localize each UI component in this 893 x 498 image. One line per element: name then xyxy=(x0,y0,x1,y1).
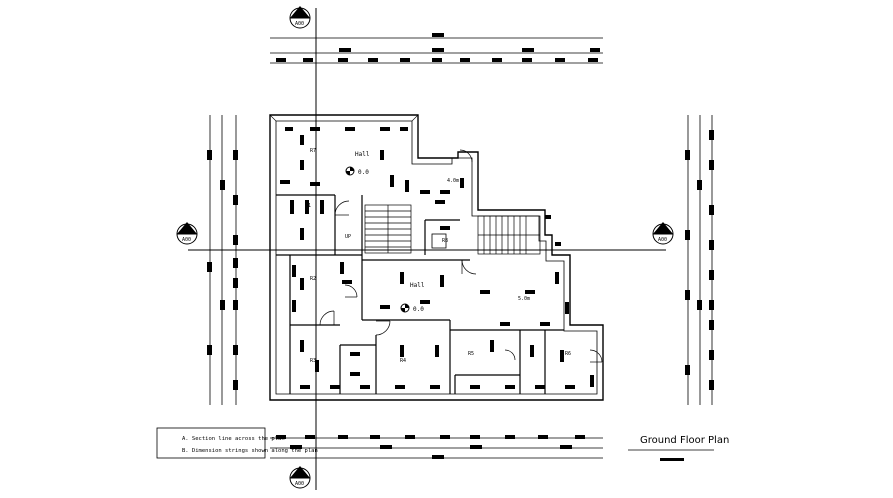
stair-right xyxy=(477,215,541,255)
room-label-top: R7 xyxy=(310,148,316,154)
room-label-bottom-3: R6 xyxy=(565,351,571,357)
note-line-2: B. Dimension strings shown along the pla… xyxy=(182,448,318,454)
section-code-top: A00 xyxy=(295,21,304,27)
section-lines xyxy=(188,8,666,490)
dimension-lines xyxy=(209,37,713,459)
dimension-ticks xyxy=(207,33,714,459)
inner-walls xyxy=(276,194,564,394)
room-label-corner: R8 xyxy=(442,238,448,244)
room-dim-lower: 5.0m xyxy=(518,296,530,302)
wall-blocks xyxy=(280,127,594,389)
stair-label: UP xyxy=(345,234,351,240)
notes-box: A. Section line across the plan B. Dimen… xyxy=(156,427,318,459)
section-marker-top: A A00 xyxy=(289,6,311,29)
section-letter-top: A xyxy=(297,11,301,18)
level-mark-upper: 0.0 xyxy=(358,169,369,176)
section-letter-left: A xyxy=(184,227,188,234)
drawing-title: Ground Floor Plan xyxy=(640,435,729,446)
room-label-bottom-2: R5 xyxy=(468,351,474,357)
note-line-1: A. Section line across the plan xyxy=(182,436,285,442)
room-label-upper-hall: Hall xyxy=(355,151,370,158)
room-label-left-1: R1 xyxy=(305,203,311,209)
room-label-left-2: R2 xyxy=(310,276,316,282)
section-marker-right: A A00 xyxy=(652,222,674,245)
section-code-right: A00 xyxy=(658,237,667,243)
room-dim-upper: 4.0m xyxy=(447,178,459,184)
section-marker-bottom: A A00 xyxy=(289,466,311,489)
title-block: Ground Floor Plan xyxy=(628,435,729,461)
doors xyxy=(319,149,603,363)
section-marker-left: A A00 xyxy=(176,222,198,245)
section-letter-bottom: A xyxy=(297,471,301,478)
stair-left xyxy=(364,204,412,254)
room-label-bottom-1: R4 xyxy=(400,358,406,364)
room-labels: Hall 0.0 4.0m Hall 0.0 5.0m R1 R2 R3 R4 … xyxy=(305,148,571,364)
section-letter-right: A xyxy=(660,227,664,234)
room-label-lower-hall: Hall xyxy=(410,282,425,289)
section-code-bottom: A00 xyxy=(295,481,304,487)
section-code-left: A00 xyxy=(182,237,191,243)
level-mark-lower: 0.0 xyxy=(413,306,424,313)
outer-walls xyxy=(269,114,604,401)
room-label-left-3: R3 xyxy=(310,358,316,364)
